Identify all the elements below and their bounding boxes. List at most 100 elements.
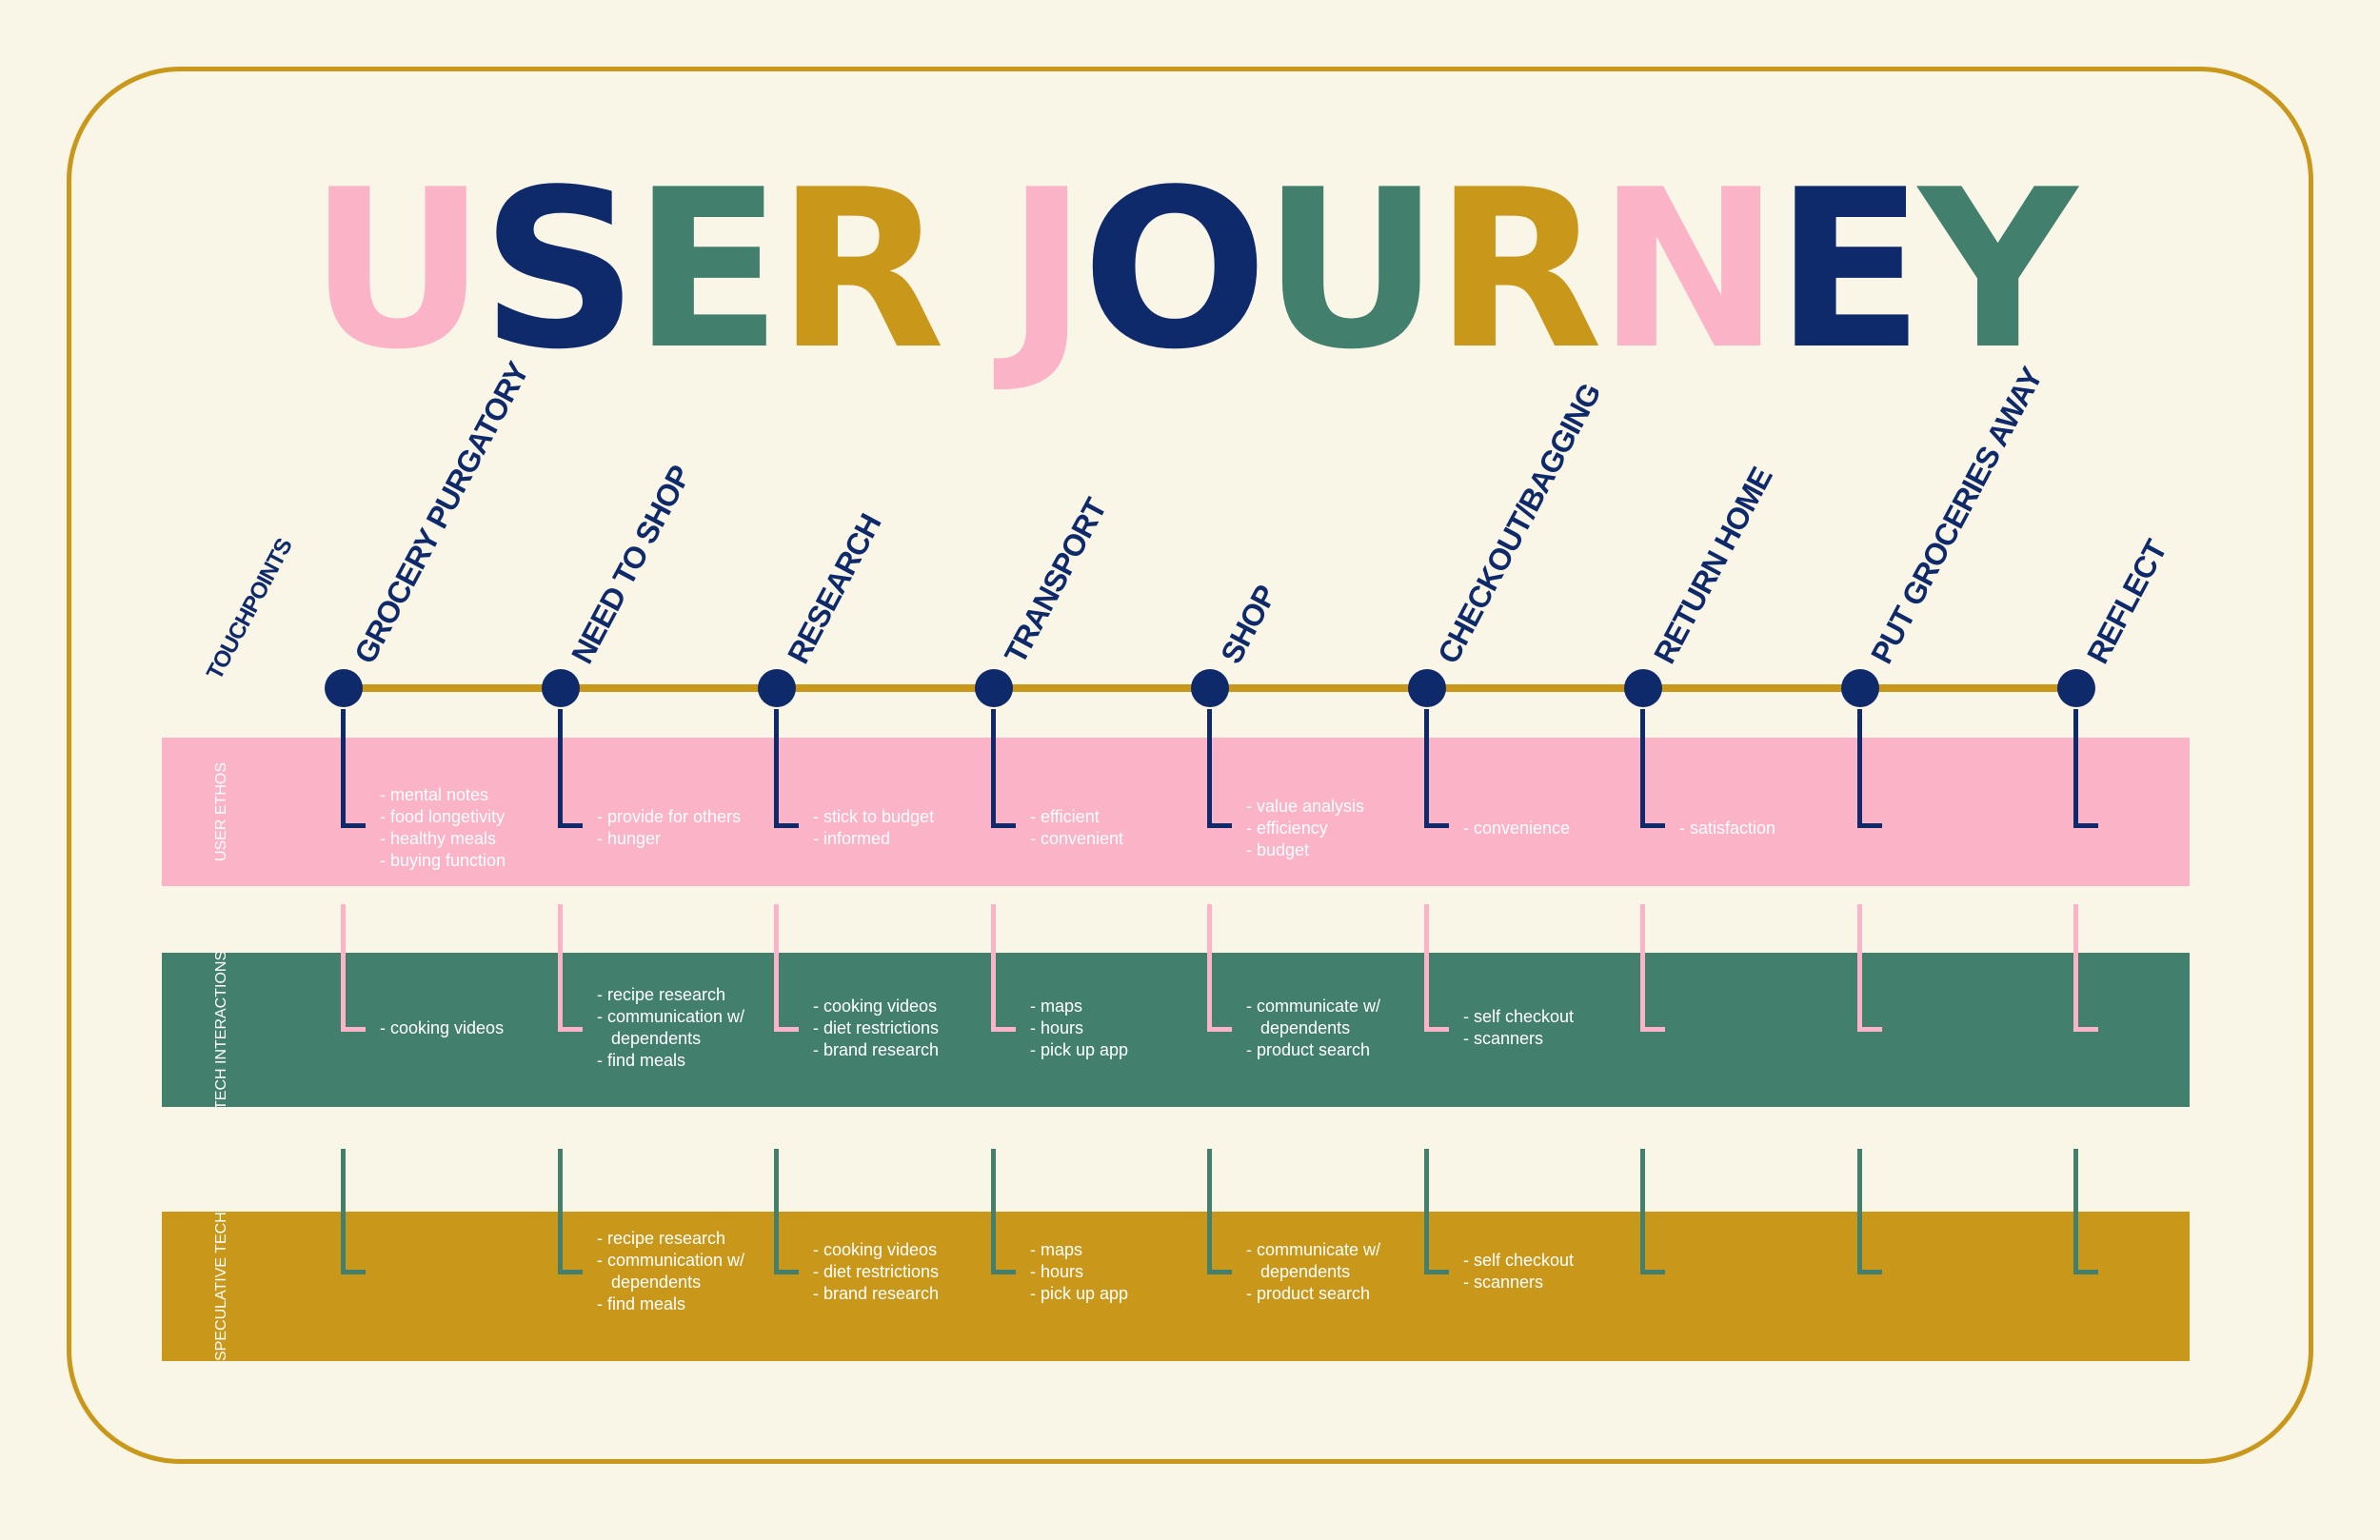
row-band	[162, 953, 2190, 1107]
note-line: - brand research	[813, 1040, 940, 1059]
stage-node	[1408, 669, 1446, 707]
note-line: - diet restrictions	[813, 1018, 940, 1037]
note-line: - scanners	[1463, 1273, 1544, 1292]
note-text: - maps - hours - pick up app	[1030, 996, 1128, 1061]
page-title: USER JOURNEY	[0, 162, 2380, 381]
connector-bracket	[341, 709, 366, 828]
title-letter: S	[480, 144, 639, 398]
connector-bracket	[991, 904, 1016, 1032]
note-line: - budget	[1246, 840, 1310, 859]
note-text: - self checkout - scanners	[1463, 1006, 1574, 1050]
note-line: - recipe research	[597, 1229, 726, 1248]
note-text: - recipe research- communication w/ depe…	[597, 984, 744, 1072]
note-text: - efficient - convenient	[1030, 806, 1123, 850]
connector-bracket	[558, 709, 583, 828]
note-line: - hours	[1030, 1018, 1084, 1037]
note-text: - communicate w/ dependents- product sea…	[1246, 996, 1380, 1061]
stage-node	[1841, 669, 1879, 707]
note-line: - product search	[1246, 1284, 1371, 1303]
note-line: - healthy meals	[380, 829, 497, 848]
note-line: - maps	[1030, 997, 1083, 1016]
note-text: - satisfaction	[1679, 818, 1775, 839]
connector-bracket	[1640, 709, 1665, 828]
note-line: - self checkout	[1463, 1251, 1575, 1270]
note-line: - brand research	[813, 1284, 940, 1303]
note-line: - provide for others	[597, 807, 742, 826]
note-line: - buying function	[380, 851, 506, 870]
title-letter: E	[632, 144, 783, 398]
note-line: - cooking videos	[380, 1018, 505, 1037]
note-text: - cooking videos	[380, 1017, 504, 1039]
note-line: - informed	[813, 829, 891, 848]
row-label: TECH INTERACTIONS	[213, 950, 229, 1110]
note-line: - efficient	[1030, 807, 1100, 826]
title-letter: O	[1081, 144, 1268, 398]
note-text: - cooking videos - diet restrictions - bra…	[813, 1239, 939, 1305]
row-band	[162, 1212, 2190, 1361]
title-letter: J	[1005, 144, 1088, 398]
note-line: - scanners	[1463, 1029, 1544, 1048]
connector-bracket	[1207, 709, 1232, 828]
note-line: - recipe research	[597, 985, 726, 1004]
connector-bracket	[774, 1149, 799, 1274]
note-text: - cooking videos - diet restrictions - bra…	[813, 996, 939, 1061]
connector-bracket	[341, 904, 366, 1032]
stage-node	[2057, 669, 2095, 707]
connector-bracket	[1857, 1149, 1882, 1274]
title-letter: U	[308, 144, 486, 398]
note-line: - communicate w/	[1246, 1240, 1381, 1259]
note-line: - pick up app	[1030, 1040, 1129, 1059]
connector-bracket	[1857, 709, 1882, 828]
note-line: - communication w/	[597, 1251, 745, 1270]
note-line: - food longetivity	[380, 807, 506, 826]
note-text: - provide for others - hunger	[597, 806, 741, 850]
stage-node	[325, 669, 363, 707]
note-line: - convenient	[1030, 829, 1124, 848]
stage-node	[1624, 669, 1662, 707]
connector-bracket	[774, 904, 799, 1032]
title-letter: Y	[1918, 144, 2077, 398]
row-label: SPECULATIVE TECH	[213, 1212, 229, 1361]
stage-node	[542, 669, 580, 707]
title-letter: R	[1434, 144, 1603, 398]
stage-node	[758, 669, 796, 707]
row-band	[162, 738, 2190, 886]
connector-bracket	[1207, 904, 1232, 1032]
connector-bracket	[1640, 1149, 1665, 1274]
note-line: - hunger	[597, 829, 662, 848]
note-line: dependents	[597, 1273, 702, 1292]
note-line: - maps	[1030, 1240, 1083, 1259]
connector-bracket	[991, 1149, 1016, 1274]
note-line: - convenience	[1463, 819, 1571, 838]
connector-bracket	[1424, 1149, 1449, 1274]
note-line: dependents	[1246, 1262, 1351, 1281]
note-line: - cooking videos	[813, 1240, 938, 1259]
note-line: dependents	[1246, 1018, 1351, 1037]
note-line: - cooking videos	[813, 997, 938, 1016]
connector-bracket	[558, 1149, 583, 1274]
title-letter: R	[776, 144, 945, 398]
note-line: - efficiency	[1246, 819, 1328, 838]
connector-bracket	[774, 709, 799, 828]
connector-bracket	[2073, 904, 2098, 1032]
note-text: - self checkout - scanners	[1463, 1250, 1574, 1293]
connector-bracket	[2073, 709, 2098, 828]
note-line: - communication w/	[597, 1007, 745, 1026]
title-space	[940, 162, 1006, 381]
note-line: - diet restrictions	[813, 1262, 940, 1281]
note-line: - find meals	[597, 1051, 686, 1070]
connector-bracket	[1207, 1149, 1232, 1274]
note-text: - maps- hours- pick up app	[1030, 1239, 1128, 1305]
note-text: - mental notes- food longetivity- health…	[380, 784, 506, 872]
stage-node	[975, 669, 1013, 707]
connector-bracket	[1857, 904, 1882, 1032]
title-letter: U	[1261, 144, 1440, 398]
note-line: - find meals	[597, 1294, 686, 1313]
title-letter: E	[1775, 144, 1924, 398]
note-line: - self checkout	[1463, 1007, 1575, 1026]
connector-bracket	[2073, 1149, 2098, 1274]
row-label: USER ETHOS	[213, 761, 229, 861]
note-line: - satisfaction	[1679, 819, 1776, 838]
note-text: - recipe research - communication w/ depe…	[597, 1228, 744, 1315]
title-letter: N	[1597, 144, 1780, 398]
